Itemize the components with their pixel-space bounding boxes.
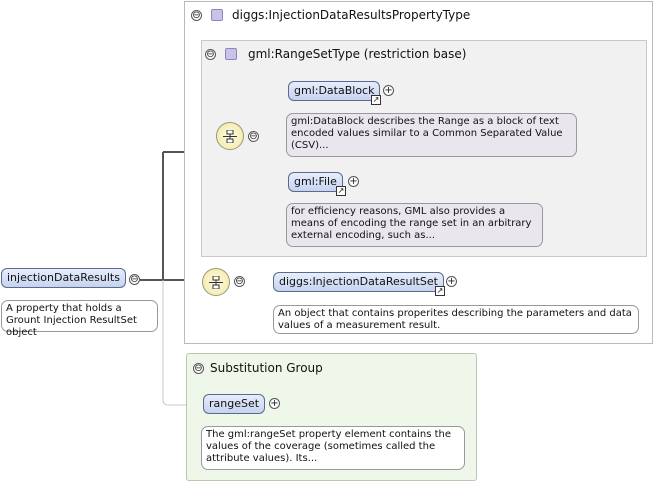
collapse-sequence-button[interactable]: ⊖ <box>234 276 245 287</box>
range-set-element[interactable]: rangeSet <box>203 394 266 414</box>
complex-type-icon <box>211 9 223 21</box>
reference-arrow-icon[interactable]: ↗ <box>371 95 381 105</box>
complex-type-icon <box>225 48 237 60</box>
file-description: for efficiency reasons, GML also provide… <box>286 203 543 247</box>
range-set-type-title: gml:RangeSetType (restriction base) <box>248 47 467 61</box>
sequence-compositor-icon[interactable] <box>202 268 230 296</box>
injection-data-result-set-element[interactable]: diggs:InjectionDataResultSet <box>273 272 444 292</box>
collapse-sequence-button[interactable]: ⊖ <box>248 131 259 142</box>
sequence-compositor-icon[interactable] <box>216 122 244 150</box>
property-type-title: diggs:InjectionDataResultsPropertyType <box>232 8 471 22</box>
collapse-substitution-button[interactable]: ⊖ <box>193 363 204 374</box>
injection-data-result-set-description: An object that contains properites descr… <box>273 305 639 334</box>
injection-data-results-description: A property that holds a Grount Injection… <box>1 300 158 338</box>
collapse-inner-button[interactable]: ⊖ <box>205 49 216 60</box>
injection-data-results-element[interactable]: injectionDataResults <box>1 268 126 288</box>
expand-result-set-button[interactable]: + <box>446 276 457 287</box>
data-block-element[interactable]: gml:DataBlock <box>288 81 381 101</box>
expand-range-set-button[interactable]: + <box>269 398 280 409</box>
range-set-description: The gml:rangeSet property element contai… <box>201 426 465 470</box>
file-element[interactable]: gml:File <box>288 172 343 192</box>
reference-arrow-icon[interactable]: ↗ <box>336 186 346 196</box>
collapse-outer-button[interactable]: ⊖ <box>191 10 202 21</box>
expand-data-block-button[interactable]: + <box>383 85 394 96</box>
data-block-description: gml:DataBlock describes the Range as a b… <box>286 113 577 157</box>
collapse-root-button[interactable]: ⊖ <box>129 274 140 285</box>
substitution-group-title: Substitution Group <box>210 361 323 375</box>
expand-file-button[interactable]: + <box>348 176 359 187</box>
reference-arrow-icon[interactable]: ↗ <box>435 286 445 296</box>
